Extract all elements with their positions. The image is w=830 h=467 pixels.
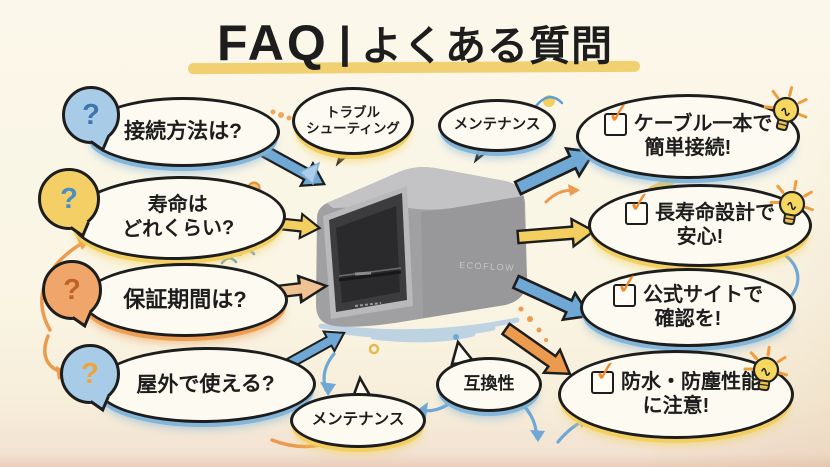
question-mark-icon: ? <box>42 260 102 320</box>
topic-label: トラブル シューティング <box>306 105 400 136</box>
answer-line1: ケーブル一本で <box>633 112 773 135</box>
question-mark-glyph: ? <box>81 357 99 390</box>
question-bubble-warranty: 保証期間は? <box>82 263 288 337</box>
product-brand-text: ECOFLOW <box>459 260 515 273</box>
checkmark-glyph: ✓ <box>592 355 619 389</box>
title-japanese: よくある質問 <box>361 23 614 69</box>
answer-line2: 簡単接続! <box>644 136 732 159</box>
answer-line1-row: ✓ 公式サイトで <box>613 268 763 308</box>
answer-line2: 安心! <box>676 225 724 248</box>
answer-bubble-official-site: ✓ 公式サイトで 確認を! <box>580 268 796 347</box>
checkbox-icon: ✓ <box>613 268 641 308</box>
question-mark-icon: ? <box>60 344 120 404</box>
title-faq: FAQ <box>216 15 329 71</box>
product-shadow-scribble <box>318 317 520 343</box>
answer-line2: に注意! <box>642 394 710 417</box>
title-divider: | <box>338 18 352 67</box>
checkbox-icon: ✓ <box>625 186 653 226</box>
checkmark-glyph: ✓ <box>604 97 632 131</box>
product-right-face <box>421 196 527 318</box>
answer-line1: 長寿命設計で <box>655 201 775 224</box>
question-mark-glyph: ? <box>63 273 81 306</box>
topic-label: メンテナンス <box>311 411 405 429</box>
answer-bubble-long-life: ✓ 長寿命設計で 安心! <box>588 184 812 267</box>
question-mark-glyph: ? <box>60 182 78 215</box>
topic-label: メンテナンス <box>453 116 541 133</box>
question-mark-icon: ? <box>62 86 120 144</box>
topic-label: 互換性 <box>463 374 515 394</box>
product-shelf-shadow <box>338 270 402 282</box>
answer-line2: 確認を! <box>654 307 722 330</box>
answer-line1-row: ✓ 防水・防塵性能 <box>591 355 761 395</box>
answer-line1-row: ✓ 長寿命設計で <box>625 186 775 226</box>
checkbox-icon: ✓ <box>591 355 619 395</box>
answer-bubble-easy-connection: ✓ ケーブル一本で 簡単接続! <box>576 94 800 179</box>
answer-line1: 防水・防塵性能 <box>621 370 761 393</box>
answer-bubble-waterproof: ✓ 防水・防塵性能 に注意! <box>558 350 794 439</box>
checkmark-glyph: ✓ <box>626 186 653 220</box>
answer-line1: 公式サイトで <box>643 283 763 306</box>
question-label: 接続方法は? <box>124 119 242 143</box>
main-arrows <box>228 137 602 387</box>
checkmark-glyph: ✓ <box>614 268 641 302</box>
arrow-answer2 <box>515 216 597 252</box>
product-vent <box>354 271 372 276</box>
answer-line1-row: ✓ ケーブル一本で <box>603 97 773 137</box>
question-label: 寿命は どれくらい? <box>121 193 235 241</box>
question-label: 屋外で使える? <box>136 371 275 397</box>
page-title: FAQ|よくある質問 <box>0 12 830 72</box>
question-mark-glyph: ? <box>82 98 100 131</box>
question-mark-icon: ? <box>38 168 100 230</box>
product-image-ecoflow: ECOFLOW <box>316 167 527 343</box>
topic-bubble-maintenance-bottom: メンテナンス <box>290 393 426 448</box>
topic-bubble-troubleshooting: トラブル シューティング <box>292 87 414 155</box>
question-label: 保証期間は? <box>123 287 247 313</box>
topic-bubble-compatibility: 互換性 <box>436 357 542 412</box>
topic-bubble-maintenance-top: メンテナンス <box>438 99 556 152</box>
product-label-dashes <box>354 302 382 307</box>
checkbox-icon: ✓ <box>603 97 632 137</box>
